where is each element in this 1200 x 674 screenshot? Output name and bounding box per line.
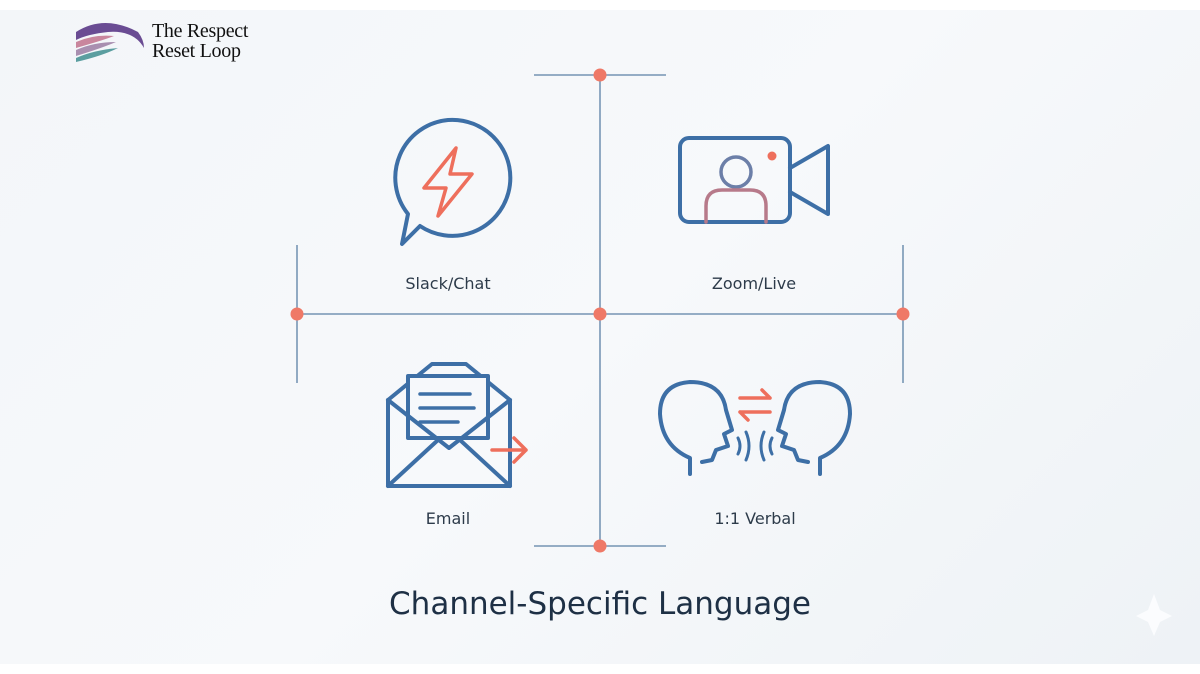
sparkle-icon	[1136, 594, 1172, 636]
quadrant-label-slack: Slack/Chat	[405, 274, 491, 293]
slide-title: Channel-Specific Language	[389, 586, 811, 622]
quadrant-label-email: Email	[425, 509, 471, 528]
node-dot	[593, 68, 607, 82]
node-dot	[290, 307, 304, 321]
two-heads-talking-icon	[658, 380, 852, 476]
quadrant-label-verbal: 1:1 Verbal	[714, 509, 796, 528]
node-dot	[593, 307, 607, 321]
brand-name-line2: Reset Loop	[152, 40, 241, 62]
quadrant-label-zoom: Zoom/Live	[711, 274, 797, 293]
brand-logo: The Respect Reset Loop	[74, 18, 248, 64]
node-dot	[896, 307, 910, 321]
wave-logo-icon	[76, 23, 144, 62]
brand-name-line1: The Respect	[152, 20, 249, 42]
envelope-icon	[386, 362, 528, 488]
chat-lightning-icon	[393, 117, 513, 246]
video-camera-icon	[678, 136, 830, 224]
node-dot	[593, 539, 607, 553]
